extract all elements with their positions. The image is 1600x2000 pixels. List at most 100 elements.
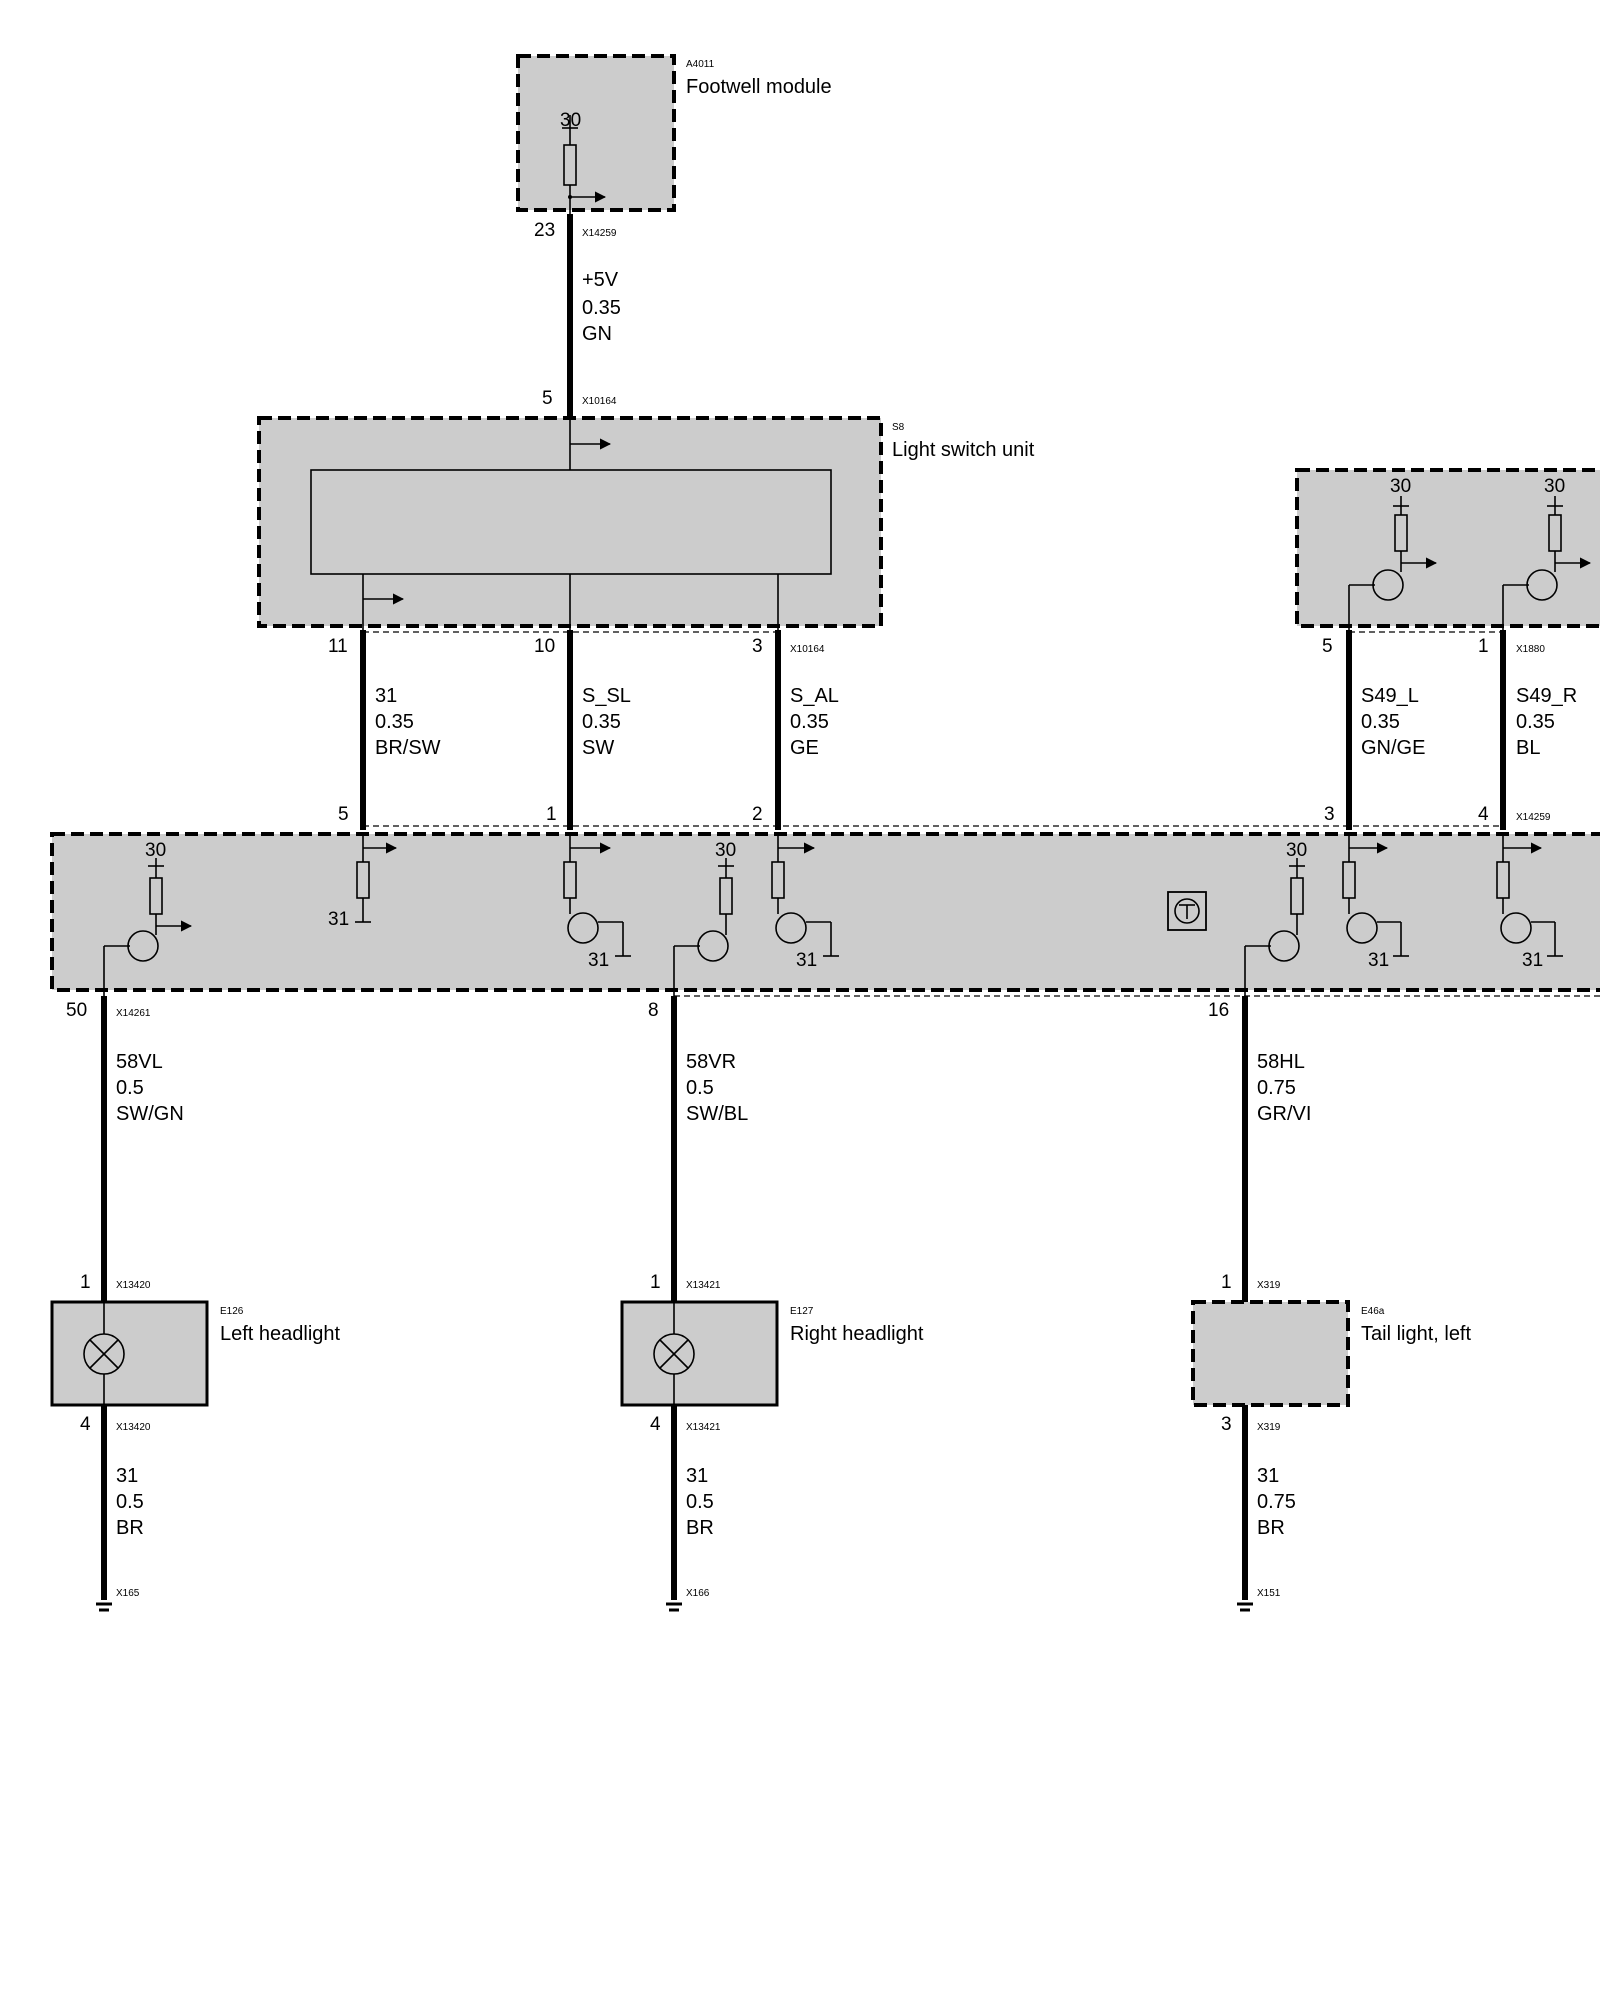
left-headlight-pin-top: 1 — [80, 1272, 91, 1293]
right-partial-unit: 30 30 5 1 X1880 — [1295, 468, 1600, 657]
svg-text:0.35: 0.35 — [582, 297, 621, 319]
svg-text:X165: X165 — [116, 1588, 140, 1599]
right-headlight-ref: E127 — [790, 1306, 814, 1317]
module-pin-1: 1 — [546, 804, 557, 825]
ground-wire-left-label: 31 0.5 BR — [116, 1465, 144, 1539]
right-headlight-connector-top: X13421 — [686, 1280, 721, 1291]
right-unit-pin-1: 1 — [1478, 636, 1489, 657]
svg-text:58VR: 58VR — [686, 1051, 736, 1073]
svg-text:BR/SW: BR/SW — [375, 737, 441, 759]
tail-light-connector-bottom: X319 — [1257, 1422, 1281, 1433]
wire-5v-label: +5V 0.35 GN — [582, 269, 621, 345]
switch-pin-10: 10 — [534, 636, 555, 657]
module-pin-5: 5 — [338, 804, 349, 825]
ground-symbol-left: X165 — [96, 1588, 140, 1612]
ground-wire-tail-label: 31 0.75 BR — [1257, 1465, 1296, 1539]
switch-top-connector: X10164 — [582, 396, 617, 407]
module-ground-b: 31 — [588, 950, 609, 971]
wire-sal-label: S_AL 0.35 GE — [790, 685, 839, 759]
module-pin-2: 2 — [752, 804, 763, 825]
module-top-connector: X14259 — [1516, 812, 1551, 823]
right-headlight: 1 X13421 E127 Right headlight 4 X13421 — [620, 1272, 924, 1435]
wire-58vl-label: 58VL 0.5 SW/GN — [116, 1051, 184, 1125]
wire-ssl-label: S_SL 0.35 SW — [582, 685, 631, 759]
svg-text:S_SL: S_SL — [582, 685, 631, 707]
svg-text:GE: GE — [790, 737, 819, 759]
switch-pin-11: 11 — [328, 636, 348, 657]
svg-text:X151: X151 — [1257, 1588, 1281, 1599]
svg-text:0.35: 0.35 — [790, 711, 829, 733]
svg-text:31: 31 — [375, 685, 397, 707]
svg-text:0.75: 0.75 — [1257, 1077, 1296, 1099]
svg-text:0.35: 0.35 — [582, 711, 621, 733]
tail-light-pin-bottom: 3 — [1221, 1414, 1232, 1435]
switch-bottom-connector: X10164 — [790, 644, 825, 655]
module-supply-c: 30 — [1286, 840, 1307, 861]
svg-text:BL: BL — [1516, 737, 1540, 759]
svg-text:0.5: 0.5 — [116, 1491, 144, 1513]
svg-text:S_AL: S_AL — [790, 685, 839, 707]
tail-light-pin-top: 1 — [1221, 1272, 1232, 1293]
svg-text:X166: X166 — [686, 1588, 710, 1599]
left-headlight-name: Left headlight — [220, 1323, 341, 1345]
svg-text:SW: SW — [582, 737, 614, 759]
footwell-ref: A4011 — [686, 59, 715, 70]
left-headlight: 1 X13420 E126 Left headlight 4 X13420 — [50, 1272, 341, 1435]
right-unit-supply-1: 30 — [1390, 476, 1411, 497]
wire-s49r-label: S49_R 0.35 BL — [1516, 685, 1577, 759]
wire-31-label: 31 0.35 BR/SW — [375, 685, 441, 759]
module-pin-16: 16 — [1208, 1000, 1229, 1021]
module-pin-3: 3 — [1324, 804, 1335, 825]
module-ground-d: 31 — [1368, 950, 1389, 971]
footwell-supply-label: 30 — [560, 110, 581, 131]
svg-text:58HL: 58HL — [1257, 1051, 1305, 1073]
light-switch-unit: 5 X10164 S8 Light switch unit 11 10 3 X1… — [257, 388, 1035, 657]
right-unit-pin-5: 5 — [1322, 636, 1333, 657]
module-pin-4: 4 — [1478, 804, 1489, 825]
tail-light: 1 X319 E46a Tail light, left 3 X319 — [1191, 1272, 1471, 1435]
svg-text:0.5: 0.5 — [116, 1077, 144, 1099]
right-unit-supply-2: 30 — [1544, 476, 1565, 497]
left-headlight-ref: E126 — [220, 1306, 244, 1317]
svg-text:0.35: 0.35 — [1516, 711, 1555, 733]
module-supply-a: 30 — [145, 840, 166, 861]
svg-text:S49_L: S49_L — [1361, 685, 1419, 707]
wire-58hl-label: 58HL 0.75 GR/VI — [1257, 1051, 1311, 1125]
svg-text:BR: BR — [686, 1517, 714, 1539]
svg-text:31: 31 — [1257, 1465, 1279, 1487]
svg-text:SW/GN: SW/GN — [116, 1103, 184, 1125]
tail-light-connector-top: X319 — [1257, 1280, 1281, 1291]
svg-text:0.5: 0.5 — [686, 1077, 714, 1099]
right-headlight-name: Right headlight — [790, 1323, 924, 1345]
svg-text:S49_R: S49_R — [1516, 685, 1577, 707]
tail-light-ref: E46a — [1361, 1306, 1385, 1317]
module-ground-c: 31 — [796, 950, 817, 971]
svg-text:0.35: 0.35 — [1361, 711, 1400, 733]
footwell-pin: 23 — [534, 220, 555, 241]
module-ground-a: 31 — [328, 909, 349, 930]
svg-text:31: 31 — [686, 1465, 708, 1487]
footwell-connector: X14259 — [582, 228, 617, 239]
svg-text:GR/VI: GR/VI — [1257, 1103, 1311, 1125]
right-headlight-pin-top: 1 — [650, 1272, 661, 1293]
switch-name: Light switch unit — [892, 439, 1035, 461]
wire-s49l-label: S49_L 0.35 GN/GE — [1361, 685, 1425, 759]
svg-text:GN/GE: GN/GE — [1361, 737, 1425, 759]
left-headlight-pin-bottom: 4 — [80, 1414, 91, 1435]
svg-text:+5V: +5V — [582, 269, 619, 291]
svg-text:BR: BR — [116, 1517, 144, 1539]
svg-text:SW/BL: SW/BL — [686, 1103, 748, 1125]
ground-symbol-tail: X151 — [1237, 1588, 1281, 1612]
tail-light-name: Tail light, left — [1361, 1323, 1471, 1345]
svg-text:58VL: 58VL — [116, 1051, 163, 1073]
svg-text:BR: BR — [1257, 1517, 1285, 1539]
module-pin-50: 50 — [66, 1000, 87, 1021]
module-ground-e: 31 — [1522, 950, 1543, 971]
left-headlight-connector-top: X13420 — [116, 1280, 151, 1291]
footwell-name: Footwell module — [686, 76, 832, 98]
svg-text:0.35: 0.35 — [375, 711, 414, 733]
ground-symbol-right: X166 — [666, 1588, 710, 1612]
right-unit-connector: X1880 — [1516, 644, 1545, 655]
footwell-module: 30 A4011 Footwell module 23 X14259 — [516, 54, 832, 241]
